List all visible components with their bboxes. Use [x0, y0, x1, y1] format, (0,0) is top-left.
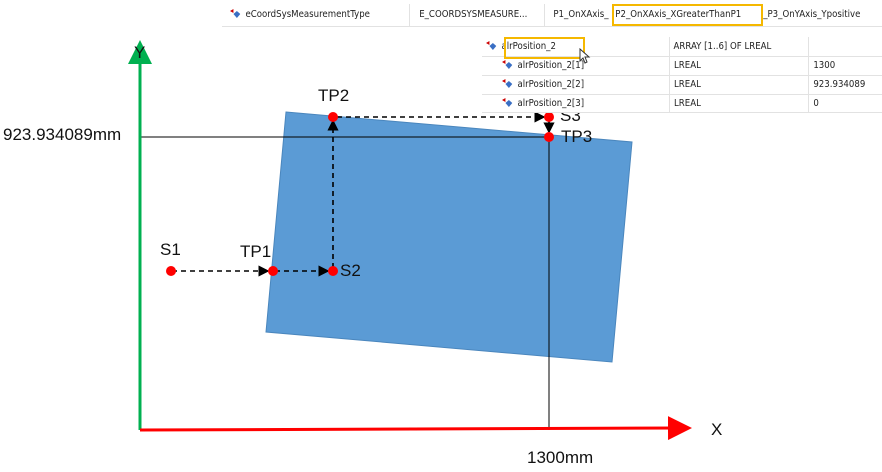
variable-name: alrPosition_2[1] [517, 60, 585, 71]
row-divider [482, 112, 882, 113]
variable-name: alrPosition_2 [501, 41, 556, 52]
column-divider [409, 4, 410, 26]
x-value-label: 1300mm [527, 448, 594, 467]
variable-icon [502, 79, 513, 88]
variable-icon [486, 41, 497, 50]
variable-type: LREAL [674, 60, 701, 71]
variable-icon [502, 60, 513, 69]
label-tp3: TP3 [561, 127, 593, 146]
point-s1 [166, 266, 176, 276]
enum-type: E_COORDSYSMEASURE... [419, 9, 528, 20]
variable-type: LREAL [674, 79, 701, 90]
label-tp1: TP1 [240, 242, 272, 261]
row-divider [482, 94, 882, 95]
mouse-cursor-icon [579, 48, 591, 64]
column-divider [544, 4, 545, 26]
label-s1: S1 [160, 240, 181, 259]
y-axis-label: Y [134, 43, 146, 62]
table-row[interactable]: alrPosition_2[3] LREAL 0 [502, 94, 882, 114]
watch-table: alrPosition_2 ARRAY [1..6] OF LREAL alrP… [482, 37, 882, 113]
enum-variable-name: eCoordSysMeasurementType [245, 9, 370, 20]
array-name-highlight-box [504, 37, 585, 59]
label-s2: S2 [340, 261, 361, 280]
enum-value-highlighted: P2_OnXAxis_XGreaterThanP1 [615, 9, 742, 20]
row-divider [482, 56, 882, 57]
label-tp2: TP2 [318, 86, 350, 105]
point-tp2 [328, 112, 338, 122]
point-tp3 [544, 132, 554, 142]
table-row[interactable]: alrPosition_2[2] LREAL 923.934089 [502, 75, 882, 95]
variable-value: 0 [813, 98, 819, 109]
enum-value-part1: P1_OnXAxis_ [553, 9, 609, 20]
variable-value: 923.934089 [813, 79, 866, 90]
variable-value: 1300 [813, 60, 836, 71]
workpiece-rectangle [265, 111, 633, 363]
variable-type: ARRAY [1..6] OF LREAL [673, 41, 772, 52]
row-divider [482, 75, 882, 76]
enum-value-highlight-box [612, 4, 763, 26]
enum-value-part3: _P3_OnYAxis_Ypositive [763, 9, 861, 20]
variable-name: alrPosition_2[2] [517, 79, 585, 90]
y-value-label: 923.934089mm [3, 125, 122, 144]
point-s2 [328, 266, 338, 276]
x-axis [139, 416, 692, 441]
enum-row[interactable]: eCoordSysMeasurementType E_COORDSYSMEASU… [222, 2, 882, 27]
table-row[interactable]: alrPosition_2 ARRAY [1..6] OF LREAL [486, 37, 882, 57]
row-divider [222, 26, 882, 27]
x-axis-label: X [711, 420, 723, 439]
variable-icon [502, 98, 513, 107]
point-s3 [544, 112, 554, 122]
variable-name: alrPosition_2[3] [517, 98, 585, 109]
point-tp1 [268, 266, 278, 276]
variable-type: LREAL [674, 98, 701, 109]
variable-icon [230, 9, 241, 18]
table-row[interactable]: alrPosition_2[1] LREAL 1300 [502, 56, 882, 76]
